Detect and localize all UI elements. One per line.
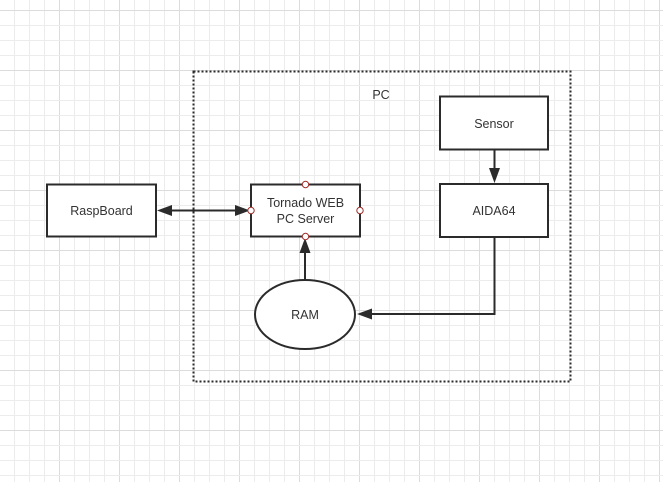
edges	[157, 150, 500, 320]
arrowhead-up	[299, 238, 311, 253]
arrowhead-left	[157, 205, 172, 216]
node-aida64-label: AIDA64	[472, 204, 515, 218]
edge-raspboard-tornado[interactable]	[157, 205, 250, 216]
node-ram-shape[interactable]	[254, 279, 356, 350]
node-sensor[interactable]: Sensor	[439, 95, 549, 151]
edge-sensor-aida64[interactable]	[489, 150, 500, 183]
node-tornado-server-shape[interactable]	[250, 183, 361, 238]
node-raspboard[interactable]: RaspBoard	[46, 183, 157, 238]
node-ram-label: RAM	[291, 308, 319, 322]
arrowhead-down	[489, 168, 500, 183]
node-tornado-server-label-line2: PC Server	[277, 212, 335, 226]
node-sensor-label: Sensor	[474, 117, 514, 131]
node-raspboard-shape[interactable]	[46, 183, 157, 238]
node-aida64[interactable]: AIDA64	[439, 183, 549, 238]
arrowhead-left	[357, 308, 372, 320]
node-aida64-shape[interactable]	[439, 183, 549, 238]
edge-ram-tornado[interactable]	[299, 238, 311, 279]
node-tornado-server[interactable]: Tornado WEB PC Server	[247, 180, 364, 241]
connection-port-right[interactable]	[356, 206, 364, 215]
arrowhead-right	[235, 205, 250, 216]
connection-port-top[interactable]	[301, 180, 310, 189]
container-pc[interactable]: PC	[192, 70, 572, 383]
edge-aida64-ram[interactable]	[357, 237, 496, 320]
node-tornado-server-label-line1: Tornado WEB	[267, 196, 344, 210]
node-raspboard-label: RaspBoard	[70, 204, 133, 218]
node-ram[interactable]: RAM	[254, 279, 356, 350]
connection-port-left[interactable]	[247, 206, 255, 215]
node-sensor-shape[interactable]	[439, 95, 549, 151]
container-pc-label: PC	[372, 88, 389, 102]
connection-port-bottom[interactable]	[301, 232, 310, 241]
container-pc-border[interactable]	[192, 70, 572, 383]
